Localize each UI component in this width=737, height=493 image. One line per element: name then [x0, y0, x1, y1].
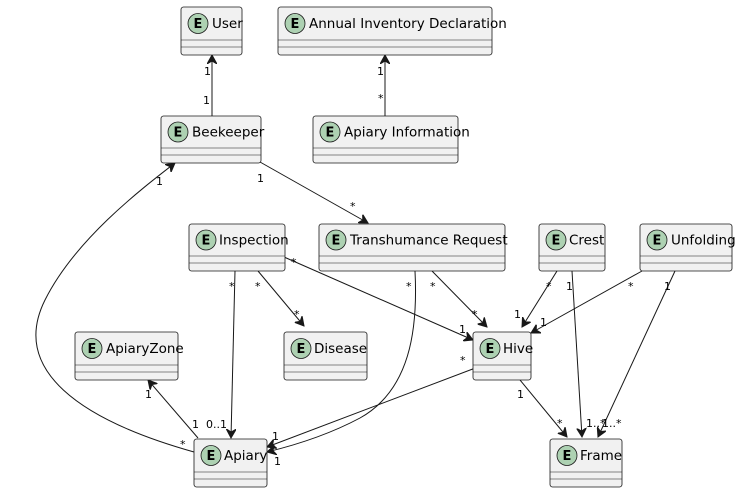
edge-apiary-beekeeper	[35, 163, 195, 453]
edge-hive-frame	[519, 379, 567, 437]
entity-icon	[167, 121, 189, 143]
entity-name: ApiaryZone	[106, 341, 184, 357]
mult-apiary-beekeeper-from: *	[180, 438, 186, 451]
mult-apiary-beekeeper-to: 1	[156, 175, 163, 188]
edge-beekeeper-transhumance	[259, 161, 368, 223]
entity-icon-letter: E	[486, 342, 495, 357]
entity-name: Transhumance Request	[349, 233, 508, 249]
entity-icon	[556, 445, 578, 466]
mult-apiaryinfo-declaration-from: *	[378, 92, 384, 105]
mult-hive-frame-from: 1	[517, 388, 524, 401]
entity-name: Unfolding	[671, 233, 736, 249]
entity-icon-letter: E	[291, 17, 300, 32]
mult-unfolding-hive-from: *	[628, 280, 634, 293]
entity-icon-letter: E	[332, 234, 341, 249]
mult-hive-apiary-to: 1	[274, 455, 281, 468]
mult-apiary-apiaryzone-from: 1	[192, 418, 199, 431]
entity-icon-letter: E	[326, 126, 335, 141]
entity-icon-letter: E	[88, 342, 97, 357]
mult-crest-hive-from: *	[546, 280, 552, 293]
entity-icon	[545, 229, 567, 251]
entity-transhumance-request[interactable]: E Transhumance Request	[318, 223, 508, 272]
mult-inspection-disease-to: *	[294, 308, 300, 321]
edge-transhumance-apiary	[267, 270, 417, 452]
entity-icon	[646, 229, 668, 251]
mult-transhumance-apiary-from: *	[406, 280, 412, 293]
entity-name: Frame	[580, 448, 622, 464]
entity-icon	[479, 338, 501, 359]
edge-inspection-apiary	[231, 270, 235, 438]
edge-apiary-apiaryzone	[148, 380, 199, 439]
entity-annual-inventory-declaration[interactable]: E Annual Inventory Declaration	[277, 6, 507, 56]
mult-crest-frame-from: 1	[566, 280, 573, 293]
mult-hive-frame-to: *	[557, 417, 563, 430]
mult-unfolding-frame-to: 1..*	[602, 417, 622, 430]
entity-hive[interactable]: E Hive	[472, 331, 533, 381]
mult-inspection-apiary-from: *	[229, 280, 235, 293]
entity-beekeeper[interactable]: E Beekeeper	[160, 115, 265, 164]
mult-unfolding-hive-to: 1	[540, 316, 547, 329]
mult-inspection-hive-to: 1	[459, 323, 466, 336]
entity-apiary-zone[interactable]: E ApiaryZone	[74, 331, 184, 381]
mult-beekeeper-user-from: 1	[203, 94, 210, 107]
mult-transhumance-apiary-to: 1	[272, 430, 279, 443]
entity-name: User	[212, 16, 243, 32]
entity-icon-letter: E	[202, 234, 211, 249]
entity-name: Apiary	[224, 448, 267, 464]
entity-name: Beekeeper	[192, 125, 265, 141]
edge-inspection-hive	[283, 256, 473, 340]
entity-icon-letter: E	[653, 234, 662, 249]
entity-icon-letter: E	[207, 449, 216, 464]
mult-beekeeper-user-to: 1	[204, 65, 211, 78]
entity-inspection[interactable]: E Inspection	[188, 223, 289, 272]
mult-transhumance-hive-from: *	[430, 280, 436, 293]
mult-inspection-hive-from: *	[291, 256, 297, 269]
entity-icon-letter: E	[552, 234, 561, 249]
entity-icon	[319, 121, 341, 143]
entity-frame[interactable]: E Frame	[549, 438, 623, 488]
entity-icon	[195, 229, 217, 251]
entity-icon	[81, 338, 103, 359]
entity-name: Inspection	[219, 233, 289, 249]
entity-disease[interactable]: E Disease	[283, 331, 368, 381]
entity-icon	[325, 229, 347, 251]
mult-unfolding-frame-from: 1	[664, 280, 671, 293]
entity-user[interactable]: E User	[180, 6, 243, 56]
mult-apiary-apiaryzone-to: 1	[145, 388, 152, 401]
edge-hive-apiary	[267, 366, 479, 447]
edge-unfolding-hive	[531, 270, 643, 333]
edge-crest-hive	[522, 270, 558, 327]
entity-unfolding[interactable]: E Unfolding	[639, 223, 736, 272]
mult-inspection-apiary-to: 0..1	[206, 418, 227, 431]
mult-hive-apiary-from: *	[460, 354, 466, 367]
entity-icon	[290, 338, 312, 359]
entity-icon-letter: E	[194, 17, 203, 32]
entity-icon-letter: E	[174, 126, 183, 141]
entity-crest[interactable]: E Crest	[538, 223, 606, 272]
entity-icon-letter: E	[563, 449, 572, 464]
entity-name: Disease	[314, 341, 367, 357]
mult-crest-hive-to: 1	[514, 308, 521, 321]
edge-inspection-disease	[257, 270, 304, 326]
mult-beekeeper-transhumance-to: *	[350, 200, 356, 213]
entity-icon	[200, 445, 222, 466]
mult-inspection-disease-from: *	[255, 280, 261, 293]
mult-apiaryinfo-declaration-to: 1	[377, 65, 384, 78]
entity-name: Crest	[569, 233, 604, 249]
entity-icon	[284, 13, 306, 34]
mult-transhumance-hive-to: *	[472, 308, 478, 321]
entity-icon-letter: E	[297, 342, 306, 357]
entity-name: Apiary Information	[344, 125, 470, 141]
relations: 1 1 * 1 1 * * 1 * 0..1 * * * 1 * 1 * *	[35, 55, 676, 468]
mult-beekeeper-transhumance-from: 1	[257, 172, 264, 185]
entity-name: Annual Inventory Declaration	[309, 16, 507, 32]
edge-unfolding-frame	[598, 270, 676, 437]
entity-icon	[187, 13, 209, 34]
edge-crest-frame	[571, 270, 582, 437]
edge-transhumance-hive	[431, 270, 487, 327]
entity-name: Hive	[503, 341, 533, 357]
entity-apiary[interactable]: E Apiary	[193, 438, 268, 488]
entity-apiary-information[interactable]: E Apiary Information	[312, 115, 470, 164]
